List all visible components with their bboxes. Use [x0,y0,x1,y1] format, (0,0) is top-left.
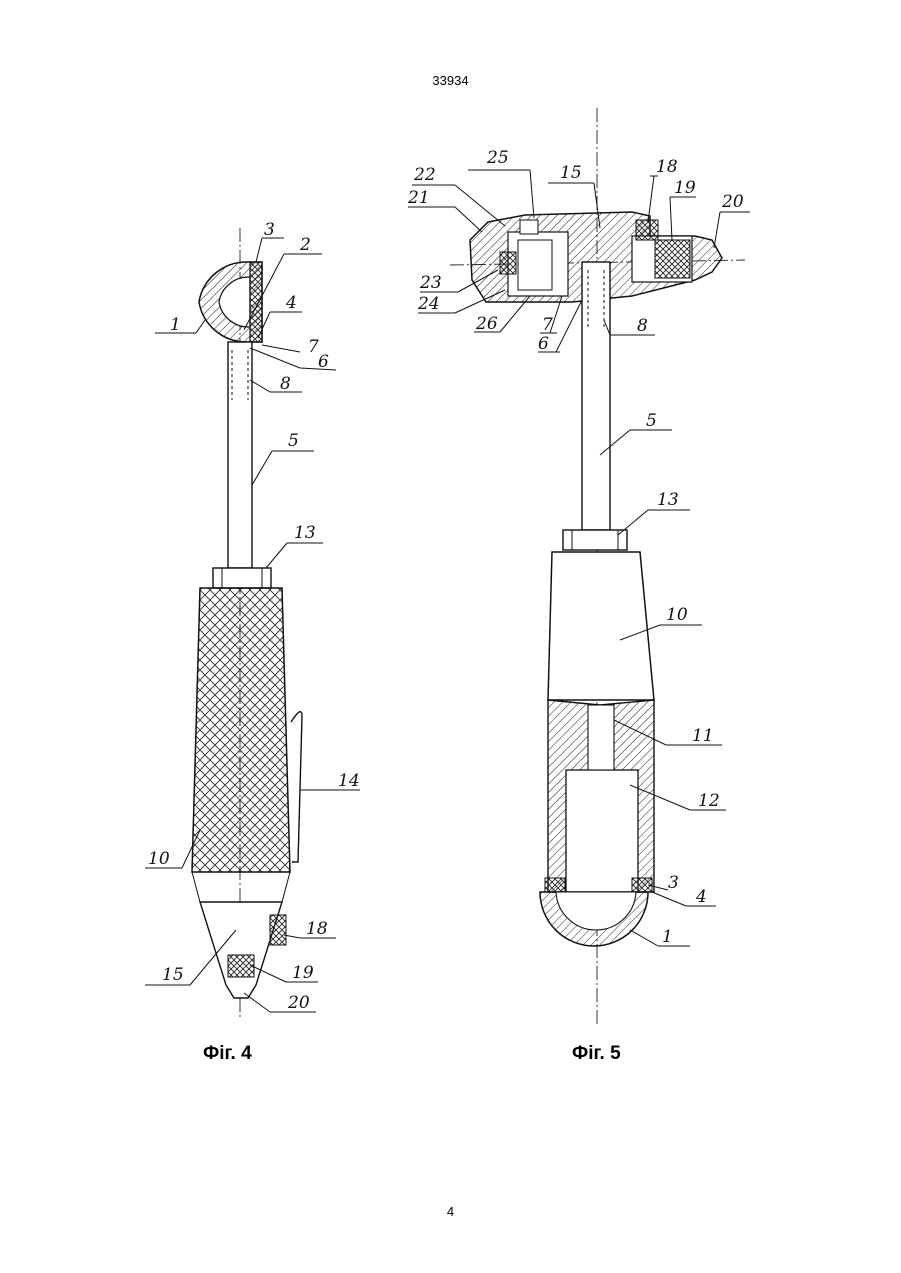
fig4-label: 10 [148,849,170,869]
fig5-label: 7 [542,315,553,335]
fig5-label: 23 [419,273,442,293]
fig4-label: 13 [294,523,316,543]
fig5-label: 24 [417,294,440,314]
page-number: 4 [0,1204,901,1219]
fig4-label: 14 [338,771,360,791]
fig5-weight-insert [566,770,638,892]
fig5-label: 18 [656,157,678,177]
fig5-rod [582,262,610,530]
fig5-label: 12 [698,791,720,811]
fig4-label: 15 [162,965,184,985]
fig5-label: 13 [657,490,679,510]
fig4-label: 6 [318,352,329,372]
fig5-label: 3 [668,873,679,893]
fig5-label: 4 [695,887,707,907]
fig5-label: 15 [560,163,582,183]
fig5-label: 5 [646,411,657,431]
fig5-nut [563,530,627,550]
figure-4-caption: Фіг. 4 [203,1043,252,1065]
fig4-label: 19 [292,963,314,983]
figure-5-caption: Фіг. 5 [572,1043,621,1065]
fig5-label: 1 [662,927,673,947]
fig5-label: 20 [721,192,744,212]
fig5-label: 25 [486,148,509,168]
fig5-label: 22 [413,165,436,185]
fig4-knurled-handle [192,588,290,872]
fig5-label: 6 [538,334,549,354]
fig5-label: 26 [475,314,498,334]
fig5-label: 8 [637,316,648,336]
fig4-label: 4 [285,293,297,313]
fig4-label: 3 [264,220,275,240]
fig4-label: 5 [288,431,299,451]
fig4-label: 18 [306,919,328,939]
fig4-label: 2 [299,235,311,255]
fig5-label: 11 [692,726,714,746]
figure-4-drawing [192,228,302,1020]
fig4-clip [291,712,302,862]
fig4-label: 1 [170,315,181,335]
fig4-label: 20 [287,993,310,1013]
fig5-handle [548,552,654,700]
fig5-label: 10 [666,605,688,625]
fig4-label: 8 [280,374,291,394]
fig5-label: 19 [674,178,696,198]
fig5-label: 21 [407,188,430,208]
